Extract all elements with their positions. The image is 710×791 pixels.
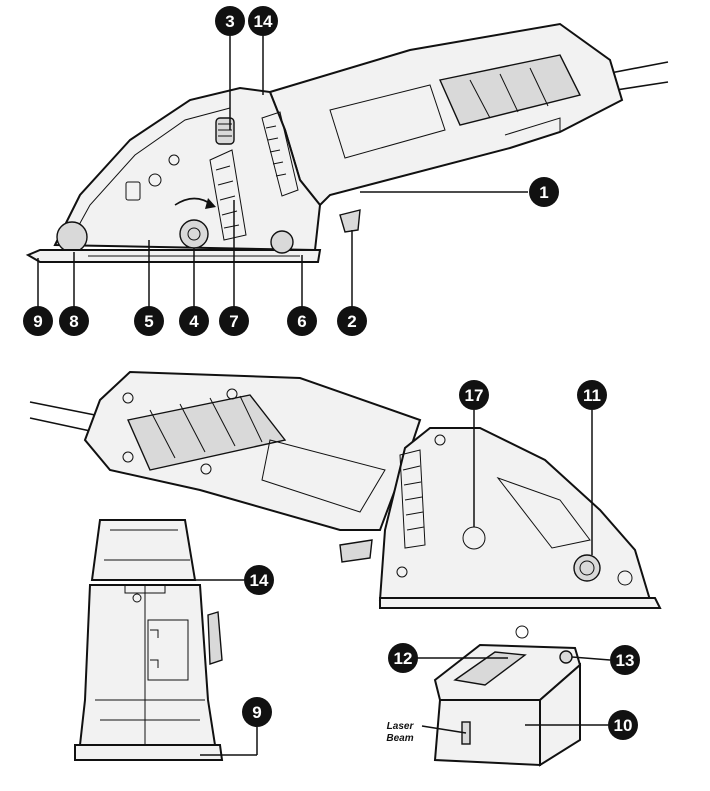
side-panel <box>147 619 189 681</box>
panel-marks <box>150 629 159 668</box>
front-base-plate <box>74 744 224 761</box>
dust-port <box>56 221 88 253</box>
callout-1: 1 <box>529 177 559 207</box>
svg-text:8: 8 <box>69 312 78 331</box>
depth-scale <box>261 111 299 197</box>
grip-window <box>329 84 446 159</box>
callout-14-top: 14 <box>248 6 278 36</box>
handle-housing <box>268 22 624 207</box>
svg-text:10: 10 <box>614 716 633 735</box>
screw-1 <box>122 392 134 404</box>
dust-port-2-inner <box>579 560 595 576</box>
laser-switch <box>559 650 573 664</box>
grip-ribs-2 <box>127 394 287 471</box>
handle-housing-2 <box>83 370 422 531</box>
svg-text:5: 5 <box>144 312 153 331</box>
grip-rib-lines <box>469 67 549 119</box>
lock-decal-circle <box>148 173 162 187</box>
dust-port-2 <box>573 554 601 582</box>
callout-17: 17 <box>459 380 489 410</box>
svg-text:14: 14 <box>254 12 273 31</box>
blade-guard <box>53 86 322 252</box>
svg-text:9: 9 <box>252 703 261 722</box>
battery-slot <box>453 651 527 686</box>
motor-cap-lines <box>104 529 190 561</box>
svg-text:12: 12 <box>394 649 413 668</box>
depth-lock-lever <box>339 209 361 233</box>
hex-bolt <box>617 570 633 586</box>
svg-text:1: 1 <box>539 183 548 202</box>
depth-scale-ticks-2 <box>402 465 425 531</box>
depth-scale-ticks <box>265 125 287 177</box>
arbor-bolt <box>179 219 209 249</box>
svg-text:4: 4 <box>189 312 199 331</box>
callout-4: 4 <box>179 306 209 336</box>
svg-text:17: 17 <box>465 386 484 405</box>
svg-text:2: 2 <box>347 312 356 331</box>
side-knob <box>207 611 223 665</box>
callout-10: 10 <box>608 710 638 740</box>
svg-text:7: 7 <box>229 312 238 331</box>
callout-6: 6 <box>287 306 317 336</box>
svg-text:11: 11 <box>583 386 601 405</box>
svg-text:13: 13 <box>616 651 635 670</box>
svg-text:6: 6 <box>297 312 306 331</box>
callout-9-top: 9 <box>23 306 53 336</box>
rotation-arrow-head <box>205 198 216 209</box>
arbor-bolt-center <box>187 227 201 241</box>
laser-beam-caption-line2: Beam <box>386 733 413 744</box>
callout-12: 12 <box>388 643 418 673</box>
laser-module <box>433 625 582 767</box>
screw-3 <box>122 451 134 463</box>
callout-badges: 3 14 1 9 8 5 4 7 6 2 17 11 14 12 13 9 10 <box>23 6 640 740</box>
callout-8: 8 <box>59 306 89 336</box>
callout-2: 2 <box>337 306 367 336</box>
callout-3: 3 <box>215 6 245 36</box>
laser-window <box>124 584 166 594</box>
svg-text:14: 14 <box>250 571 269 590</box>
unlock-decal-circle <box>168 154 180 166</box>
saw-front-view <box>74 519 224 761</box>
callout-7: 7 <box>219 306 249 336</box>
depth-adjust-knob <box>215 117 235 145</box>
screw-6 <box>396 566 408 578</box>
depth-scale-2 <box>399 449 426 549</box>
motor-cap <box>90 519 197 581</box>
depth-lock-lever-2 <box>339 539 373 563</box>
grip-rib-lines-2 <box>149 395 263 459</box>
leader-lines <box>37 36 611 756</box>
bevel-scale-ticks <box>215 165 240 229</box>
callout-14-bottom: 14 <box>244 565 274 595</box>
callout-11: 11 <box>577 380 607 410</box>
trigger-guard <box>504 117 561 136</box>
callout-5: 5 <box>134 306 164 336</box>
bevel-lock-knob <box>270 230 294 254</box>
laser-lens <box>132 593 142 603</box>
laser-top-screw <box>515 625 529 639</box>
callout-9-bottom: 9 <box>242 697 272 727</box>
grip-ribs <box>439 54 582 126</box>
screw-5 <box>434 434 446 446</box>
guard-window <box>496 476 591 549</box>
lock-decal <box>125 181 141 201</box>
screw-4 <box>200 463 212 475</box>
laser-beam-caption-line1: Laser <box>387 721 415 732</box>
callout-13: 13 <box>610 645 640 675</box>
svg-text:9: 9 <box>33 312 42 331</box>
saw-opposite-view <box>29 370 662 609</box>
guard-lines <box>95 699 205 721</box>
base-plate-2 <box>379 597 662 609</box>
svg-text:3: 3 <box>225 12 234 31</box>
power-cord-2 <box>29 401 96 433</box>
bevel-scale <box>209 149 247 241</box>
laser-module-side <box>539 662 581 767</box>
screw-2 <box>226 388 238 400</box>
grip-window-2 <box>261 439 386 513</box>
saw-side-view <box>25 22 669 263</box>
guard-rim <box>67 107 231 246</box>
laser-module-front <box>433 699 541 767</box>
